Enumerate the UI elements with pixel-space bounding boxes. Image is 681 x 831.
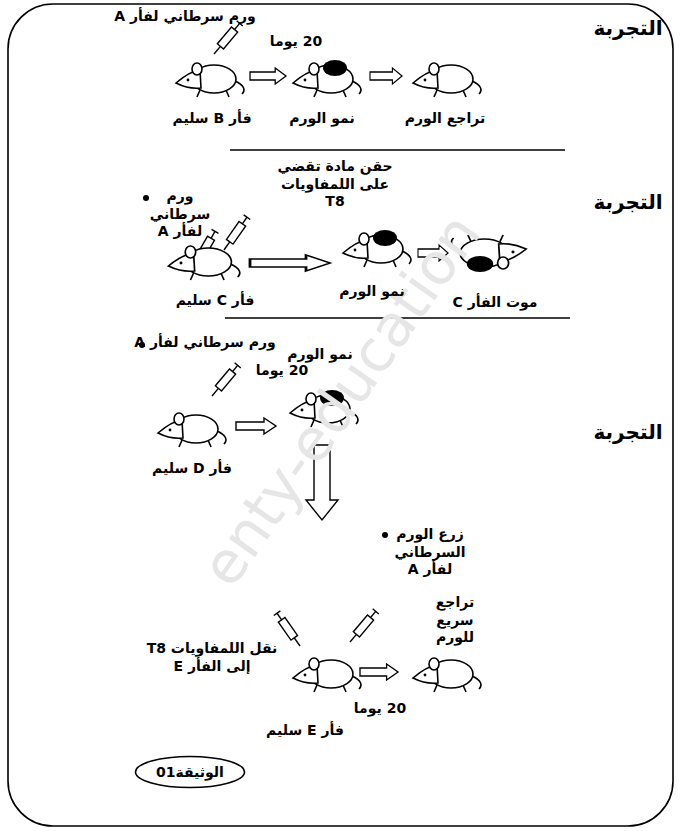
- document-number: الوثيقة01: [134, 764, 246, 780]
- annotation: 20 يوما: [270, 33, 322, 51]
- annotation: 20 يوما: [354, 700, 406, 718]
- annotation: موت الفأر C: [453, 294, 538, 312]
- mouse: [293, 658, 361, 692]
- mouse: [413, 63, 481, 97]
- mouse-tumor: [293, 60, 361, 97]
- document-label: الوثيقة01: [134, 755, 246, 789]
- arrow: [236, 418, 276, 434]
- annotation: ورم سرطاني لفأر A: [114, 8, 255, 26]
- annotation: ورم سرطاني لفأر A: [134, 334, 275, 352]
- mouse: [168, 246, 239, 280]
- arrow: [250, 68, 286, 84]
- annotation: نمو الورم: [339, 283, 404, 301]
- annotation: حقن مادة تقضي على اللمفاويات T8: [273, 158, 398, 211]
- syringe: [221, 215, 250, 252]
- annotation: نقل اللمفاويات T8 إلى الفأر E: [146, 640, 278, 675]
- annotation: زرع الورم السرطاني لفأر A: [394, 526, 466, 579]
- mouse: [413, 658, 481, 692]
- dot: [143, 195, 149, 201]
- annotation: ورم سرطاني لفأر A: [144, 188, 216, 241]
- annotation: 20 يوما: [256, 362, 308, 380]
- annotation: نمو الورم: [289, 110, 354, 128]
- arrow: [360, 664, 398, 680]
- mouse: [176, 63, 244, 97]
- experiment-title: التجربة: [593, 190, 662, 215]
- syringe: [347, 609, 379, 645]
- separator: [230, 149, 565, 150]
- arrow: [370, 68, 402, 84]
- dot: [382, 532, 388, 538]
- syringe: [211, 21, 243, 57]
- experiment-title: التجربة: [593, 16, 662, 41]
- annotation: فأر B سليم: [172, 110, 251, 128]
- annotation: تراجع سريع للورم: [416, 594, 494, 647]
- annotation: فأر C سليم: [176, 292, 255, 310]
- annotation: تراجع الورم: [405, 110, 485, 128]
- mouse: [158, 413, 226, 447]
- experiment-title: التجربة: [593, 420, 662, 445]
- annotation: نمو الورم: [287, 346, 352, 364]
- arrow: [250, 255, 330, 271]
- syringe: [274, 611, 303, 648]
- annotation: فأر D سليم: [152, 460, 232, 478]
- syringe: [209, 363, 241, 399]
- annotation: فأر E سليم: [266, 722, 344, 740]
- frame: [8, 4, 673, 826]
